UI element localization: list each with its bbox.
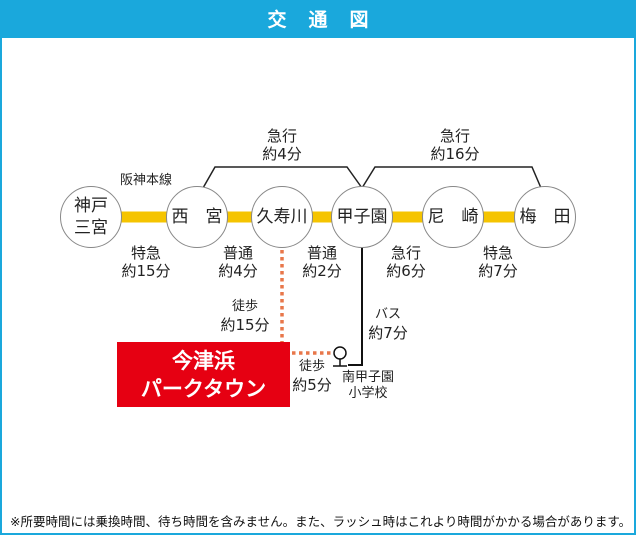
travel-time: 約5分	[292, 376, 332, 394]
bus-stop-name: 南甲子園小学校	[342, 370, 394, 402]
walk-station-label: 徒歩約15分	[220, 298, 269, 334]
express-label-1: 急行約4分	[262, 127, 302, 163]
train-type: 特急	[130, 244, 161, 262]
line-name: 阪神本線	[119, 173, 173, 188]
train-type: 急行	[439, 127, 470, 145]
travel-time: 約4分	[262, 145, 302, 163]
station-nishinomiya: 西 宮	[166, 186, 228, 248]
bus-route	[348, 248, 363, 366]
segment-label-1: 特急約15分	[121, 244, 170, 280]
segment-label-3: 普通約2分	[302, 244, 342, 280]
segment-label-5: 特急約7分	[478, 244, 518, 280]
bus-stop-icon	[333, 346, 347, 360]
segment-label-2: 普通約4分	[218, 244, 258, 280]
train-type: 急行	[390, 244, 422, 262]
train-type: 急行	[266, 127, 298, 145]
walk-busstop-label: 徒歩約5分	[292, 358, 332, 394]
travel-time: 約16分	[430, 145, 480, 163]
destination-box: 今津浜 パークタウン	[117, 342, 290, 407]
station-koshien: 甲子園	[331, 186, 393, 248]
travel-time: 約2分	[302, 262, 342, 280]
station-kobe-sannomiya: 神戸 三宮	[60, 186, 122, 248]
train-type: 普通	[306, 244, 338, 262]
travel-time: 約4分	[218, 262, 258, 280]
express-bracket-2	[361, 166, 542, 189]
travel-time: 約15分	[121, 262, 171, 280]
mode: 徒歩	[298, 359, 326, 374]
station-kuzugawa: 久寿川	[251, 186, 313, 248]
mode: 徒歩	[231, 299, 258, 314]
travel-time: 約7分	[478, 262, 518, 280]
travel-time: 約7分	[368, 324, 408, 342]
station-amagasaki: 尼 崎	[422, 186, 484, 248]
travel-time: 約15分	[220, 316, 270, 334]
mode: バス	[374, 307, 402, 322]
destination-name: 今津浜	[172, 348, 235, 373]
express-label-2: 急行約16分	[430, 127, 479, 163]
travel-time: 約6分	[386, 262, 426, 280]
bus-stop-name-line1: 南甲子園	[341, 370, 395, 385]
segment-label-4: 急行約6分	[386, 244, 426, 280]
bus-stop-name-line2: 小学校	[348, 386, 388, 401]
footnote: ※所要時間には乗換時間、待ち時間を含みません。また、ラッシュ時はこれより時間がか…	[10, 514, 632, 529]
destination-subname: パークタウン	[140, 376, 267, 401]
page-title: 交通図	[0, 0, 636, 38]
train-type: 普通	[222, 244, 254, 262]
station-umeda: 梅 田	[514, 186, 576, 248]
train-type: 特急	[482, 244, 514, 262]
bus-label: バス約7分	[368, 306, 408, 342]
express-bracket-1	[202, 166, 363, 189]
